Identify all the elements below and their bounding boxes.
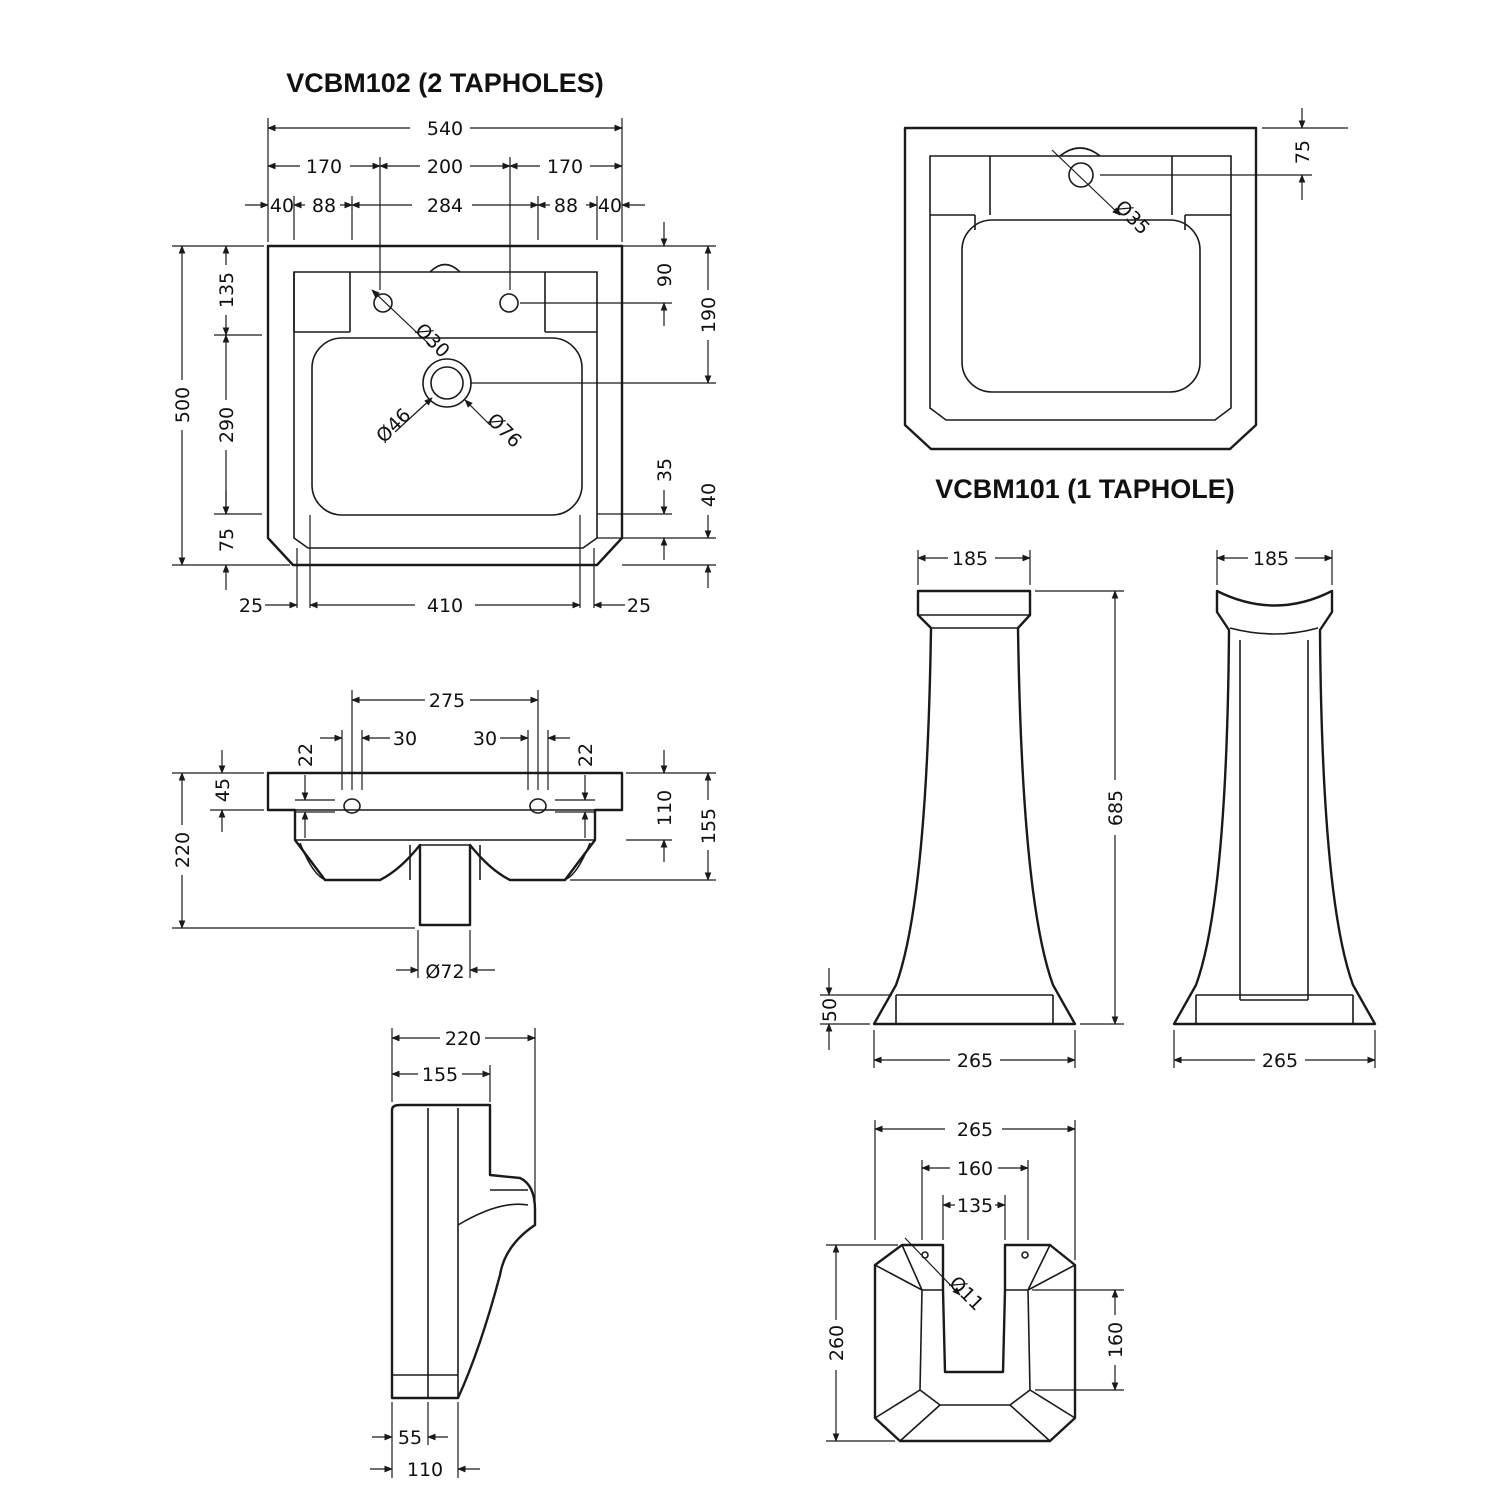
basin-top-view-1-taphole: [903, 108, 1348, 451]
side-dim-220: 220: [445, 1028, 481, 1050]
ped-dim-185: 185: [952, 548, 988, 570]
dia-11: Ø11: [945, 1272, 988, 1315]
pedestal-side-view: [1172, 589, 1377, 1026]
basin-front-view: [266, 771, 624, 927]
dia-35: Ø35: [1111, 196, 1154, 239]
dim-22-right: 22: [575, 743, 597, 767]
dim-40-right: 40: [598, 195, 622, 217]
dimension-lines-base: [826, 1120, 1124, 1442]
dim-290: 290: [216, 407, 238, 443]
dim-155: 155: [698, 808, 720, 844]
basin-top-view-2-tapholes: [266, 244, 624, 608]
base-dim-160-vert: 160: [1105, 1322, 1127, 1358]
dim-30-left: 30: [393, 728, 417, 750]
ped-dim-265: 265: [957, 1050, 993, 1072]
base-dim-160: 160: [957, 1158, 993, 1180]
dim-220: 220: [172, 832, 194, 868]
dim-40-left: 40: [270, 195, 294, 217]
dim-40-vert: 40: [698, 483, 720, 507]
dim-500: 500: [172, 387, 194, 423]
ped-side-dim-185: 185: [1253, 548, 1289, 570]
dimension-lines-pedestal: [820, 550, 1124, 1068]
pedestal-base-plan: [873, 1243, 1077, 1443]
basin-side-view: [390, 1103, 537, 1400]
title-vcbm101: VCBM101 (1 TAPHOLE): [935, 474, 1235, 504]
dimension-lines-top: [172, 118, 716, 609]
side-dim-55: 55: [398, 1427, 422, 1449]
base-dim-265: 265: [957, 1119, 993, 1141]
dia-76: Ø76: [483, 409, 526, 452]
side-dim-110: 110: [407, 1459, 443, 1481]
dim-540: 540: [427, 118, 463, 140]
dim-170-right: 170: [547, 156, 583, 178]
base-dim-135: 135: [957, 1195, 993, 1217]
dim-190: 190: [698, 297, 720, 333]
dia-72: Ø72: [425, 961, 464, 983]
title-vcbm102: VCBM102 (2 TAPHOLES): [286, 68, 604, 98]
base-dim-260: 260: [826, 1325, 848, 1361]
dim-410: 410: [427, 595, 463, 617]
dimension-lines-front: [172, 690, 716, 978]
dimension-lines-pedestal-side: [1173, 550, 1376, 1068]
ped-side-dim-265: 265: [1262, 1050, 1298, 1072]
pedestal-front-view: [872, 589, 1077, 1026]
dim-200: 200: [427, 156, 463, 178]
dim-25-right: 25: [627, 595, 651, 617]
dim-75-top: 75: [1292, 140, 1314, 164]
dim-275: 275: [429, 690, 465, 712]
dim-25-left: 25: [239, 595, 263, 617]
dim-135: 135: [216, 272, 238, 308]
ped-dim-50: 50: [819, 998, 841, 1022]
dim-110: 110: [654, 790, 676, 826]
dia-30: Ø30: [411, 319, 454, 362]
dim-22-left: 22: [295, 743, 317, 767]
dim-45: 45: [212, 778, 234, 802]
dimension-lines-side: [370, 1028, 536, 1478]
dia-46: Ø46: [372, 404, 415, 447]
dim-30-right: 30: [473, 728, 497, 750]
dim-75-left: 75: [216, 528, 238, 552]
dim-88-right: 88: [554, 195, 578, 217]
dim-35: 35: [654, 458, 676, 482]
dim-284: 284: [427, 195, 463, 217]
dim-170-left: 170: [306, 156, 342, 178]
dim-88-left: 88: [312, 195, 336, 217]
dim-90: 90: [654, 263, 676, 287]
ped-dim-685: 685: [1105, 790, 1127, 826]
side-dim-155: 155: [422, 1064, 458, 1086]
